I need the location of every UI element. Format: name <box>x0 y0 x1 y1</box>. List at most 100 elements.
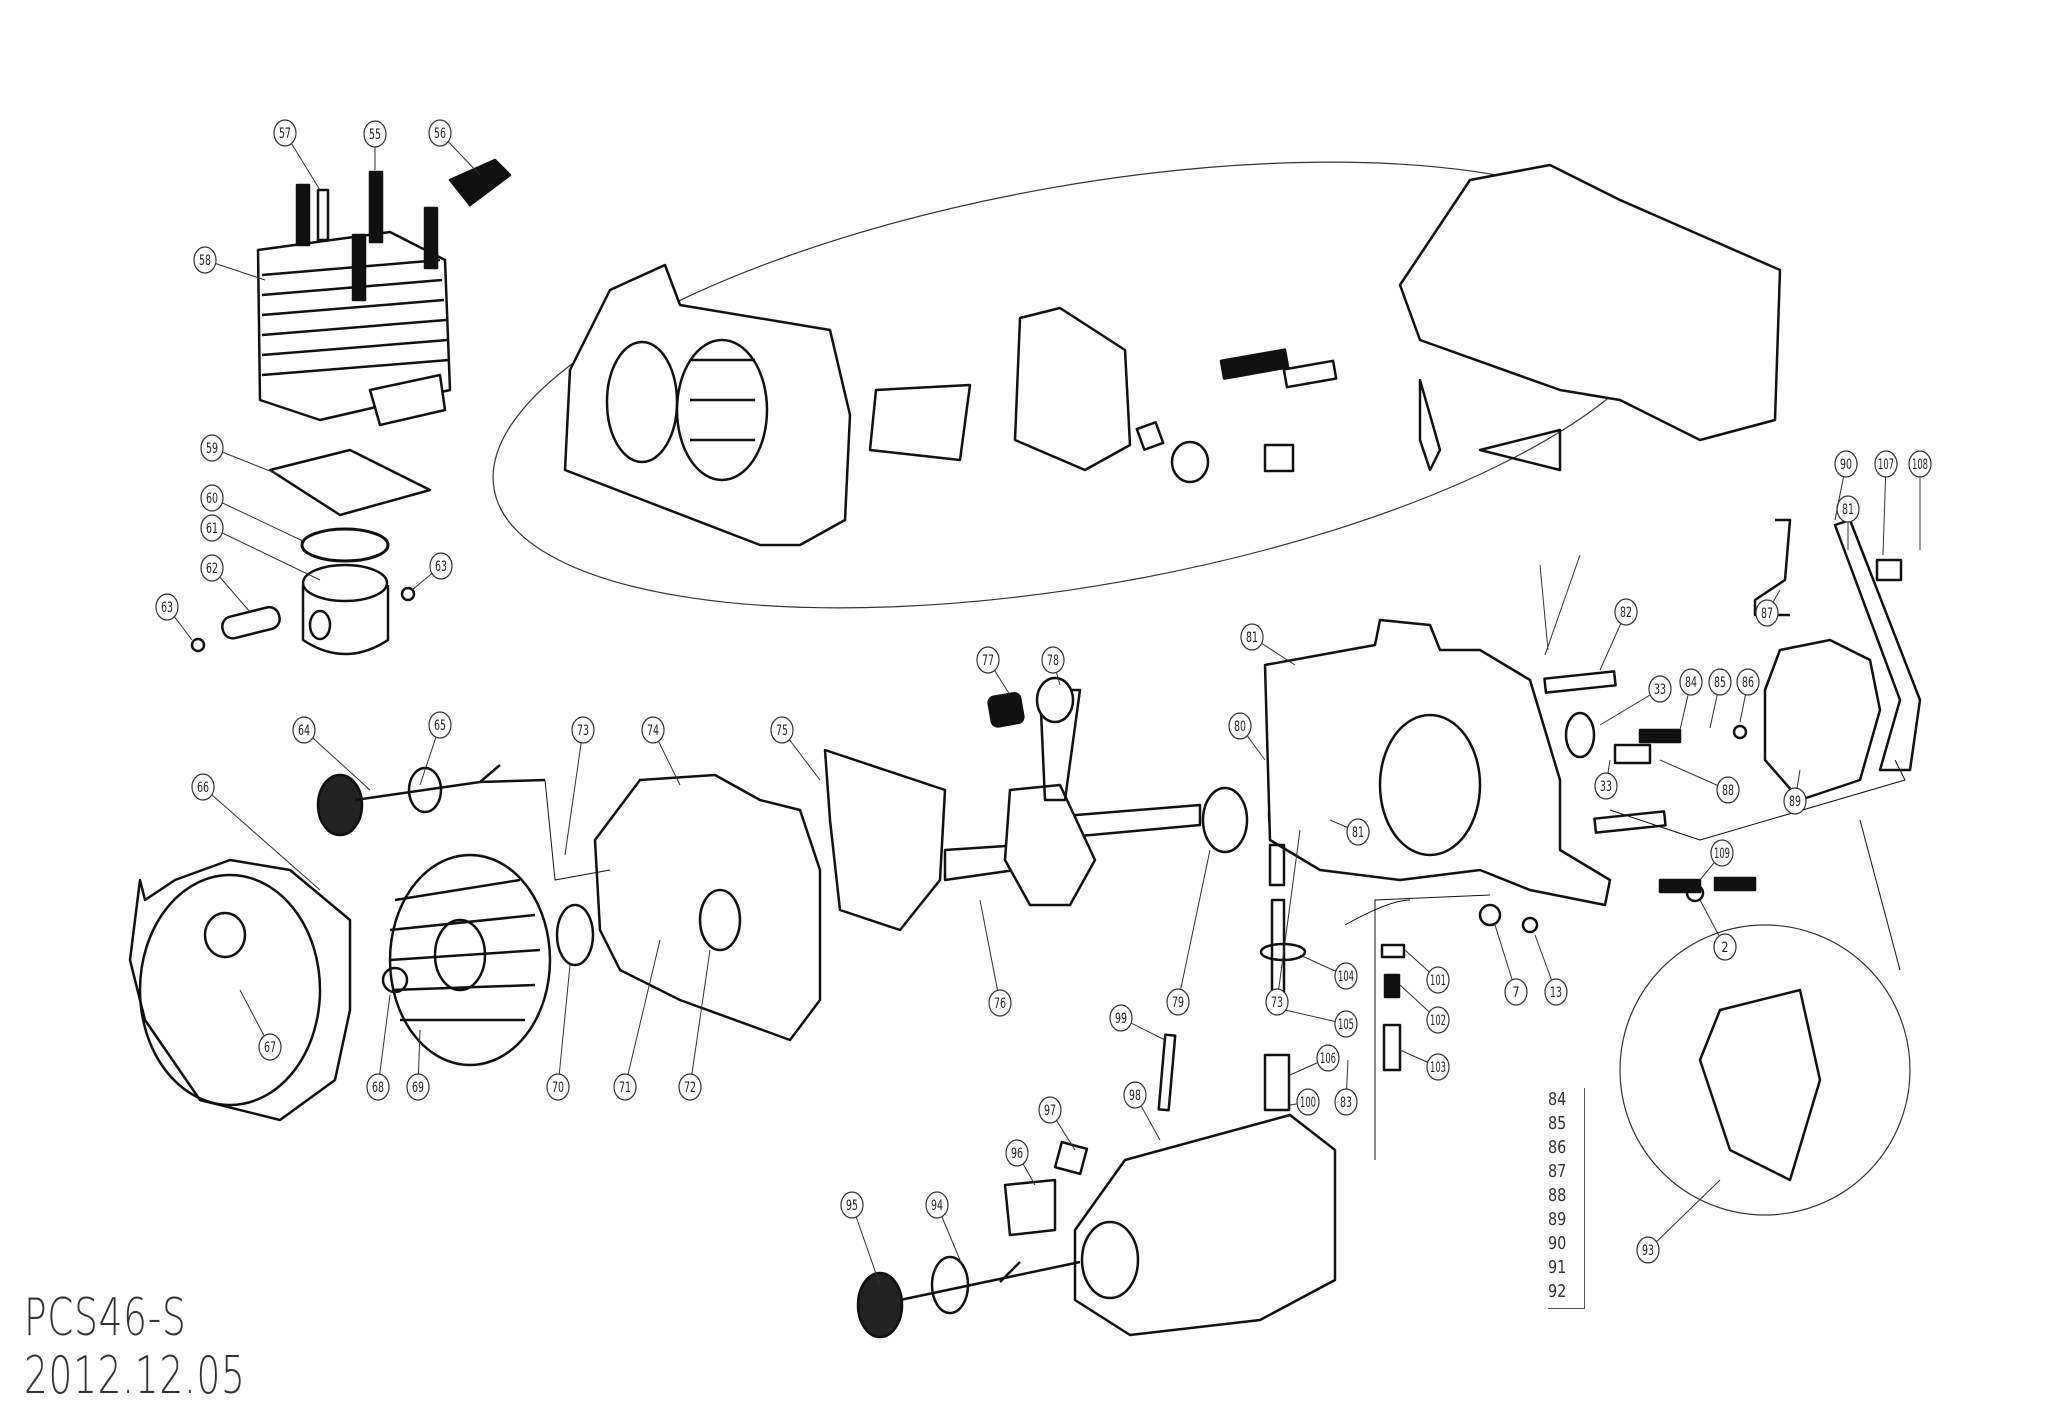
plunger-drawing <box>1613 743 1652 765</box>
callout-cylinder: 58 <box>193 246 266 281</box>
callout-cylinder-stud: 57 <box>273 119 321 191</box>
callout-balloon <box>1041 646 1065 674</box>
cylinder-gasket-drawing <box>268 448 432 517</box>
callout-number: 109 <box>1714 846 1730 862</box>
callout-balloon <box>976 646 1000 674</box>
callout-number: 63 <box>435 559 447 575</box>
callout-balloon <box>1123 1081 1147 1109</box>
leader-line <box>851 1204 881 1286</box>
callout-number: 104 <box>1338 969 1354 985</box>
leader-line <box>689 949 711 1088</box>
callout-number: 84 <box>1685 675 1697 691</box>
callout-oil-seal: 80 <box>1228 712 1266 761</box>
callout-spike-bushing: 83 <box>1334 1059 1358 1116</box>
callout-pad: 97 <box>1038 1096 1076 1151</box>
callout-number: 90 <box>1840 457 1852 473</box>
oil-hose-drawing <box>1753 518 1792 617</box>
callout-balloon <box>1005 1139 1029 1167</box>
leader-line <box>1177 849 1211 1003</box>
callout-screw: 109 <box>1699 839 1734 881</box>
washer-drawing <box>1685 883 1705 903</box>
callout-filter-cap: 101 <box>1404 949 1450 994</box>
callout-o-ring: 66 <box>191 773 321 891</box>
callout-balloon <box>1648 675 1672 703</box>
callout-number: 86 <box>1742 675 1754 691</box>
crankcase-right-drawing <box>1263 618 1612 907</box>
callout-number: 105 <box>1338 1017 1354 1033</box>
callout-primer: 68 <box>366 994 391 1101</box>
spring-drawing <box>1638 728 1682 744</box>
oil-pump-assembly-drawing <box>1698 988 1822 1182</box>
callout-dowel-pin: 81 <box>1240 623 1296 666</box>
leader-line <box>377 994 391 1088</box>
callout-brake-band: 107 <box>1874 450 1898 556</box>
callout-balloon <box>1614 598 1638 626</box>
cap-strap-drawing <box>354 764 546 802</box>
callout-balloon <box>1594 772 1618 800</box>
callout-clip: 96 <box>1005 1139 1036 1186</box>
leader-bracket <box>544 779 611 881</box>
callout-balloon <box>1874 450 1898 478</box>
callout-dowel-pin: 81 <box>1329 818 1370 846</box>
callout-nut: 7 <box>1494 924 1528 1006</box>
crankcase-left-drawing <box>593 773 822 1042</box>
callout-balloon <box>1038 1096 1062 1124</box>
callout-balloon <box>1166 988 1190 1016</box>
callout-number: 107 <box>1878 457 1894 473</box>
leader-line <box>211 497 306 543</box>
callout-hose: 99 <box>1109 1004 1166 1041</box>
plate-drawing <box>868 383 972 462</box>
callout-balloon <box>571 716 595 744</box>
callout-plunger: 89 <box>1783 769 1807 815</box>
callout-number: 97 <box>1044 1103 1056 1119</box>
callout-number: 95 <box>846 1198 858 1214</box>
callout-number: 2 <box>1722 940 1729 956</box>
callout-bracket: 108 <box>1908 450 1932 550</box>
callout-balloon <box>613 1073 637 1101</box>
callout-number: 13 <box>1550 985 1562 1001</box>
callout-ball: 87 <box>1755 589 1781 627</box>
detail-circle <box>1619 924 1911 1216</box>
bom-item: 86 <box>1548 1137 1567 1158</box>
callout-balloon <box>1544 978 1568 1006</box>
callout-balloon <box>1426 1006 1450 1034</box>
callout-number: 67 <box>264 1040 276 1056</box>
callout-number: 94 <box>931 1198 943 1214</box>
callout-valve: 102 <box>1399 984 1450 1034</box>
leader-line <box>211 527 321 581</box>
callout-number: 56 <box>434 126 446 142</box>
leader-line <box>1882 463 1887 556</box>
callout-crankcase-gasket: 76 <box>979 899 1012 1017</box>
callout-number: 101 <box>1430 973 1446 989</box>
ellipse-leader <box>1539 554 1581 656</box>
oil-line-drawing <box>1270 898 1286 1002</box>
callout-number: 77 <box>982 653 994 669</box>
leader-line <box>303 729 371 791</box>
callout-number: 89 <box>1789 794 1801 810</box>
callout-piston-pin: 62 <box>200 554 251 613</box>
callout-crankcase-right: 82 <box>1599 598 1638 671</box>
leader-line <box>1276 829 1301 1003</box>
callout-balloon <box>200 484 224 512</box>
bom-item: 90 <box>1548 1233 1567 1254</box>
callout-number: 100 <box>1300 1095 1316 1111</box>
callout-balloon <box>1426 1053 1450 1081</box>
leader-line <box>1659 759 1729 791</box>
cylinder-drawing <box>256 158 512 427</box>
fuel-cap-drawing <box>856 1271 904 1339</box>
callout-crankcase-cover: 67 <box>239 989 282 1061</box>
cap-drawing <box>1170 440 1210 484</box>
callout-balloon <box>1426 966 1450 994</box>
crankshaft-drawing <box>943 676 1202 907</box>
bom-item: 91 <box>1548 1257 1567 1278</box>
bearing-drawing <box>1201 786 1249 854</box>
callout-balloon <box>1755 599 1779 627</box>
tank-neck-drawing <box>1080 1220 1140 1300</box>
callout-balloon <box>925 1191 949 1219</box>
callout-number: 66 <box>197 780 209 796</box>
callout-bolt: 33 <box>1594 759 1618 800</box>
callout-number: 33 <box>1600 779 1612 795</box>
callout-balloon <box>1296 1088 1320 1116</box>
